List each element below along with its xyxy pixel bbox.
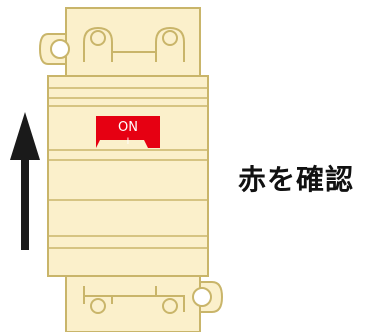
breaker-body	[47, 75, 209, 277]
top-mounting-ear	[38, 33, 70, 65]
toggle-mark: I	[127, 137, 130, 147]
bottom-terminal	[65, 275, 201, 332]
up-arrow-icon	[10, 112, 40, 250]
toggle-on-label: ON	[118, 120, 138, 135]
on-toggle-switch: ON I	[96, 116, 160, 148]
check-red-caption: 赤を確認	[238, 163, 355, 196]
top-terminal	[65, 7, 201, 85]
bottom-mounting-ear	[192, 281, 224, 313]
